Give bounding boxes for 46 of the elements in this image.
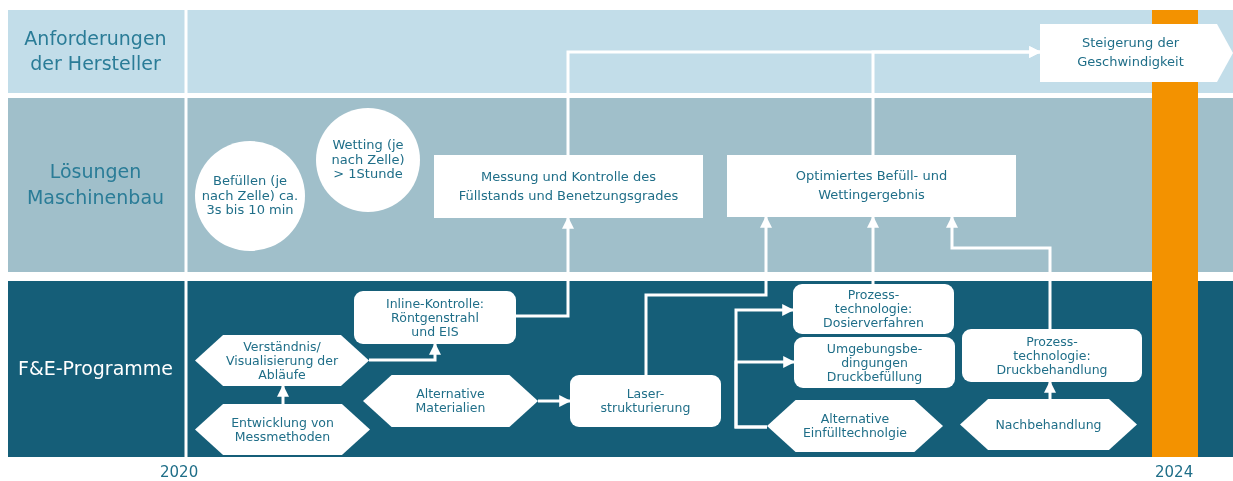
arrow <box>867 215 879 284</box>
node-text: Befüllen (je nach Zelle) ca. 3s bis 10 min <box>200 174 300 218</box>
hexagon-box <box>363 375 538 427</box>
arrow <box>538 395 572 407</box>
arrow <box>369 342 441 362</box>
arrow <box>1044 380 1056 399</box>
process-box <box>354 291 516 344</box>
node-text: Inline-Kontrolle: Röntgenstrahl und EIS <box>384 296 486 339</box>
row-label: Lösungen Maschinenbau <box>25 159 166 210</box>
node-text: Verständnis/ Visualisierung der Abläufe <box>224 339 340 382</box>
node-text: Nachbehandlung <box>994 417 1103 432</box>
hexagon-box <box>195 404 370 455</box>
process-box <box>794 337 955 388</box>
node-text: Optimiertes Befüll- und Wettingergebnis <box>794 167 949 204</box>
hexagon-box <box>960 399 1137 450</box>
node-text: Prozess- technologie: Druckbehandlung <box>995 334 1109 377</box>
process-box <box>962 329 1142 382</box>
year-label: 2024 <box>1155 463 1194 481</box>
solution-box <box>727 155 1016 217</box>
hexagon-box <box>195 335 369 386</box>
row-label: Anforderungen der Hersteller <box>23 25 168 77</box>
arrow <box>871 46 1042 155</box>
node-text: Umgebungsbe- dingungen Druckbefüllung <box>825 341 924 384</box>
arrow-shaped-box <box>1040 24 1233 82</box>
node-text: Steigerung der Geschwindigkeit <box>1076 34 1185 71</box>
process-box <box>793 284 954 334</box>
arrow <box>277 384 289 404</box>
hexagon-box <box>767 400 943 452</box>
node-text: Alternative Materialien <box>414 387 487 415</box>
arrow <box>644 215 772 375</box>
node-text: Alternative Einfülltechnolgie <box>801 412 909 440</box>
node-text: Prozess- technologie: Dosierverfahren <box>822 288 925 330</box>
process-box <box>570 375 721 427</box>
node-text: Entwicklung von Messmethoden <box>230 415 335 444</box>
arrow <box>734 356 796 429</box>
node-text: Laser- strukturierung <box>599 387 692 415</box>
arrow <box>946 215 1052 329</box>
node-text: Messung und Kontrolle des Füllstands und Benetzungsgrades <box>457 167 680 205</box>
year-label: 2020 <box>160 463 199 481</box>
row-band <box>8 281 1233 457</box>
row-band <box>8 10 1233 93</box>
solution-box <box>434 155 703 218</box>
row-band <box>8 98 1233 272</box>
node-text: Wetting (je nach Zelle) > 1Stunde <box>330 138 406 182</box>
arrow <box>516 216 574 318</box>
row-label: F&E-Programme <box>17 356 174 382</box>
